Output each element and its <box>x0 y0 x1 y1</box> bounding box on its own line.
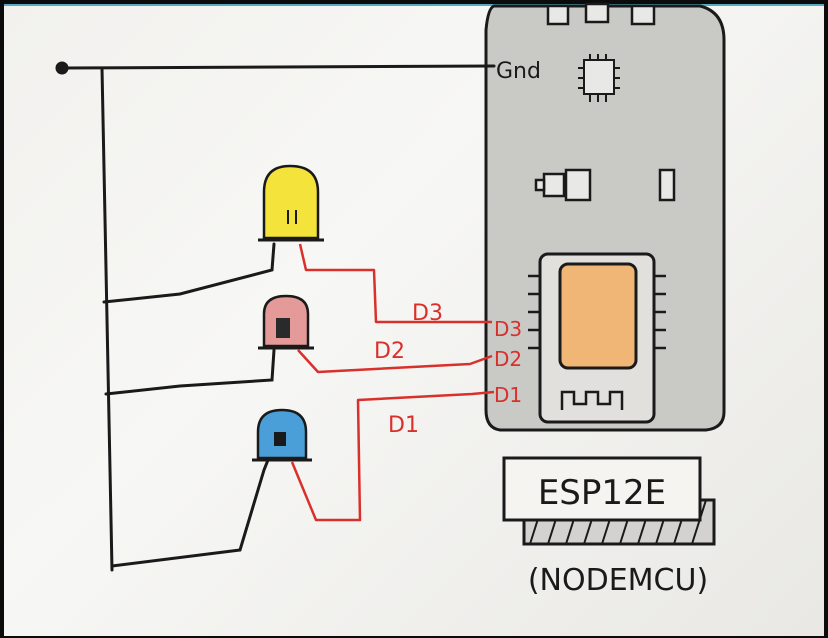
esp12e-module <box>528 252 666 424</box>
connector-2 <box>584 2 610 24</box>
board-caption: (NODEMCU) <box>528 563 708 598</box>
wire-d2 <box>297 349 493 374</box>
button-icon <box>658 168 676 202</box>
wire-d3 <box>298 243 492 324</box>
signal-wires <box>290 243 495 522</box>
module-label: ESP12E <box>538 473 666 513</box>
gnd-pin-label: Gnd <box>496 59 541 84</box>
wire-d2-label: D2 <box>374 339 405 364</box>
nodemcu-board: Gnd D3 D2 D1 <box>484 2 726 432</box>
led-blue <box>252 408 312 462</box>
led-yellow <box>258 164 324 242</box>
ground-wires <box>55 61 496 572</box>
connector-1 <box>546 4 570 26</box>
switch-icon <box>534 168 592 202</box>
led-red <box>258 294 314 350</box>
wire-d1-label: D1 <box>388 413 419 438</box>
connector-3 <box>630 4 656 26</box>
esp12e-label-box: ESP12E (NODEMCU) <box>502 456 716 598</box>
chip-icon <box>578 54 620 102</box>
wire-d1 <box>290 390 495 522</box>
pin-d1-label: D1 <box>494 383 522 407</box>
pin-d3-label: D3 <box>494 317 522 341</box>
wire-d3-label: D3 <box>412 301 443 326</box>
antenna-trace <box>560 390 624 410</box>
pin-d2-label: D2 <box>494 347 522 371</box>
